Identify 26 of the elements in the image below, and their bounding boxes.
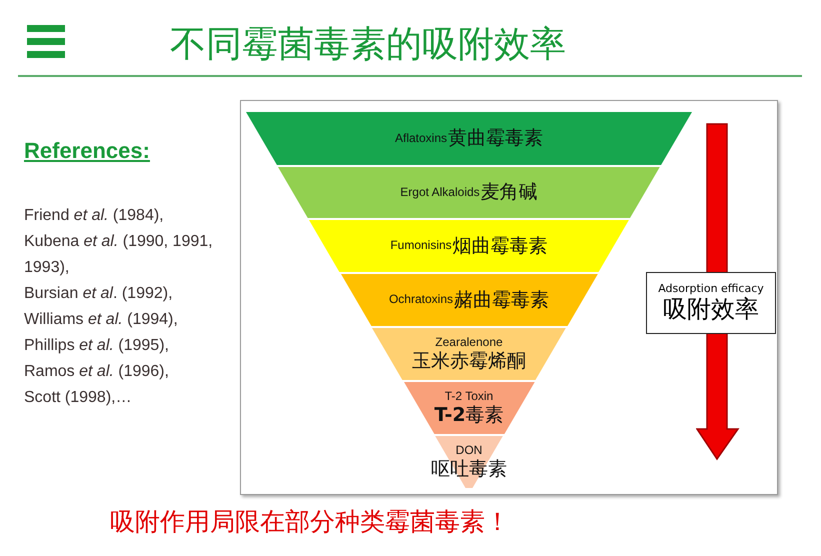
label-text: 吸附效率	[663, 296, 759, 324]
label-text: Adsorption efficacy	[658, 282, 764, 296]
references-heading: References:	[24, 138, 150, 164]
band-label: Ochratoxins	[388, 293, 453, 307]
label-box	[646, 272, 776, 334]
reference-text: Ramos et al. (1996),	[24, 362, 170, 382]
band-label: Fumonisins	[390, 239, 452, 253]
caption: 吸附作用局限在部分种类霉菌毒素！	[110, 506, 510, 538]
band-label: DON	[456, 444, 482, 458]
band-label: T-2毒素	[434, 404, 504, 426]
reference-text: Friend et al. (1984),	[24, 206, 165, 226]
title: 不同霉菌毒素的吸附效率	[170, 23, 566, 67]
band-label: Aflatoxins	[394, 132, 448, 146]
band-label: 赭曲霉毒素	[454, 290, 549, 310]
reference-text: Bursian et al. (1992),	[24, 284, 174, 304]
band-label: T-2 Toxin	[444, 390, 494, 404]
reference-text: Williams et al. (1994),	[24, 310, 179, 330]
band-label: 烟曲霉毒素	[452, 236, 548, 256]
band-label: Ergot Alkaloids	[400, 186, 480, 200]
band-label: 麦角碱	[480, 182, 538, 203]
band-label: 呕吐毒素	[431, 458, 507, 480]
band-label: Zearalenone	[435, 336, 503, 350]
band-label: 玉米赤霉烯酮	[412, 350, 526, 372]
band-label: 黄曲霉毒素	[448, 128, 544, 149]
reference-text: Scott (1998),…	[24, 388, 133, 408]
reference-text: Phillips et al. (1995),	[24, 336, 170, 356]
